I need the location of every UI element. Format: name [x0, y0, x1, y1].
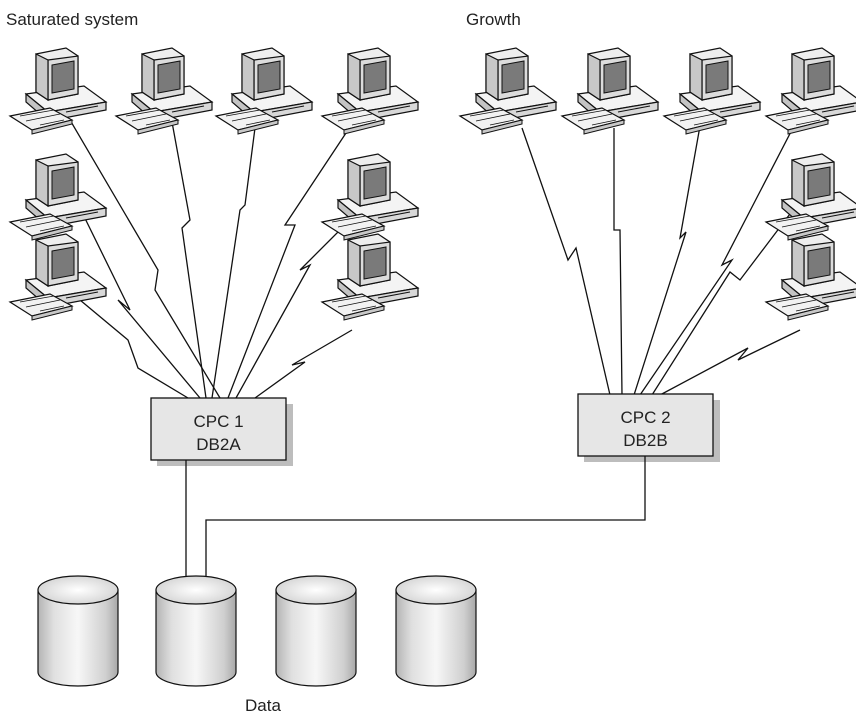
workstation-icon — [9, 153, 107, 241]
workstation-icon — [321, 233, 419, 321]
workstation-icon — [321, 47, 419, 135]
title-saturated-system: Saturated system — [6, 10, 139, 29]
workstation-icon — [561, 47, 659, 135]
workstation-icon — [765, 47, 856, 135]
cpc1-label: CPC 1 DB2A — [151, 410, 286, 456]
title-growth: Growth — [466, 10, 521, 29]
cpc1-name: CPC 1 — [193, 412, 244, 431]
workstation-icon — [765, 233, 856, 321]
disk-icon — [275, 575, 357, 687]
disk-icon — [395, 575, 477, 687]
data-label: Data — [245, 696, 281, 715]
workstation-icon — [663, 47, 761, 135]
connections-cpc2 — [521, 121, 803, 396]
workstation-icon — [765, 153, 856, 241]
workstation-icon — [9, 233, 107, 321]
cpc2-label: CPC 2 DB2B — [578, 406, 713, 452]
workstation-icon — [321, 153, 419, 241]
cpc1-db: DB2A — [196, 435, 241, 454]
workstation-icon — [115, 47, 213, 135]
disk-icon — [155, 575, 237, 687]
cpc2-db: DB2B — [623, 431, 668, 450]
cpc2-box — [577, 393, 714, 457]
cpc2-name: CPC 2 — [620, 408, 671, 427]
workstation-icon — [459, 47, 557, 135]
data-links — [185, 456, 646, 586]
cpc1-box — [150, 397, 287, 461]
workstation-icon — [215, 47, 313, 135]
disk-icon — [37, 575, 119, 687]
workstation-icon — [9, 47, 107, 135]
connections-cpc1 — [69, 119, 371, 399]
